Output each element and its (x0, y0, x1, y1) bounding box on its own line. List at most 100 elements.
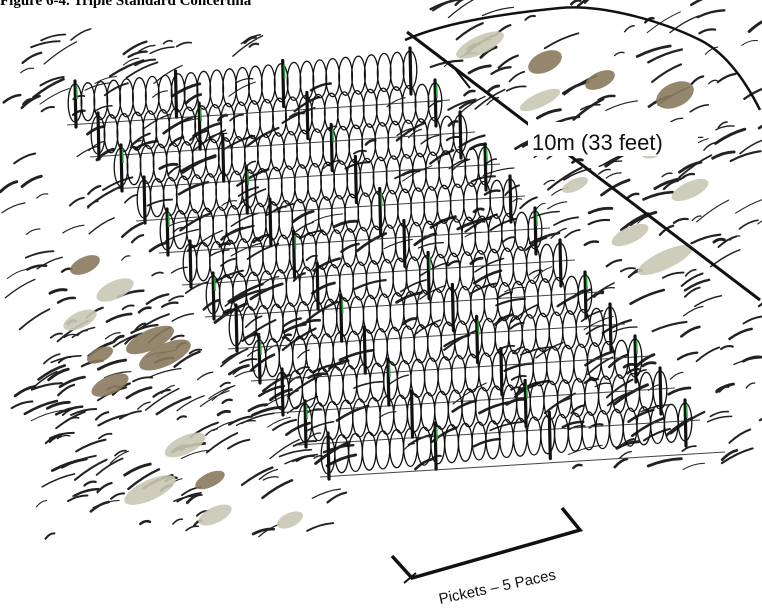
wire-coil (133, 78, 147, 116)
wire-coil (549, 312, 563, 350)
wire-coil (390, 293, 404, 331)
terrain-stroke (670, 16, 698, 33)
wire-coil (236, 68, 250, 106)
picket-marker (77, 85, 78, 99)
terrain-stroke (162, 303, 177, 307)
terrain-stroke (625, 26, 635, 32)
terrain-stroke (714, 239, 724, 242)
picket (410, 48, 411, 94)
picket-marker (389, 363, 390, 377)
wire-coil (323, 128, 337, 166)
wire-coil (487, 249, 501, 287)
terrain-stroke (697, 200, 729, 222)
height-dimension-marker: 10m (33 feet) (407, 32, 760, 300)
terrain-stroke (631, 290, 664, 304)
terrain-stroke (51, 334, 62, 338)
terrain-stroke (127, 388, 151, 398)
wire-coil (336, 126, 350, 164)
wire-coil (435, 220, 449, 258)
picket (282, 369, 283, 415)
terrain-stroke (585, 241, 598, 244)
wire-coil (276, 235, 290, 273)
wire-coil (376, 88, 390, 126)
wire-coil (428, 324, 442, 362)
wire-coil (527, 246, 541, 284)
picket-marker (537, 212, 538, 226)
terrain-stroke (293, 211, 313, 222)
terrain-stroke (14, 154, 35, 164)
picket-marker (687, 404, 688, 418)
terrain-stroke (171, 267, 187, 273)
wire-coil (452, 356, 466, 394)
wire-coil (195, 106, 209, 144)
ridge-line (405, 7, 760, 110)
terrain-stroke (652, 64, 681, 82)
wire-coil (271, 133, 285, 171)
terrain-stroke (171, 336, 183, 340)
terrain-stroke (648, 50, 682, 63)
terrain-stroke (708, 416, 732, 421)
wire-coil (274, 64, 288, 102)
picket-marker (201, 107, 202, 121)
wire-coil (146, 76, 160, 114)
wire-coil (377, 54, 391, 92)
wire-coil (363, 89, 377, 127)
wire-coil (343, 366, 357, 404)
rock-patch (120, 469, 179, 511)
terrain-stroke (42, 474, 75, 487)
wire-coil (522, 315, 536, 353)
wire-coil (444, 288, 458, 326)
wire-coil (417, 427, 431, 465)
terrain-stroke (70, 198, 84, 206)
picket-spacing-label: Pickets – 5 Paces (437, 566, 557, 607)
terrain-stroke (488, 86, 499, 92)
terrain-stroke (366, 140, 375, 144)
wire-coil (390, 430, 404, 468)
wire-coil (536, 313, 550, 351)
terrain-stroke (621, 268, 635, 271)
terrain-stroke (713, 152, 734, 158)
picket-marker (169, 213, 170, 227)
terrain-stroke (655, 179, 681, 189)
wire-coil (450, 184, 464, 222)
wire-coil (424, 187, 438, 225)
rock-patch (193, 467, 228, 493)
wire-coil (362, 432, 376, 470)
terrain-stroke (125, 464, 151, 475)
picket-marker (637, 340, 638, 354)
wire-coil (229, 171, 243, 209)
terrain-stroke (484, 168, 514, 175)
terrain-stroke (716, 129, 745, 143)
terrain-stroke (41, 35, 65, 41)
wire-coil (482, 318, 496, 356)
wire-coil (270, 304, 284, 342)
terrain-stroke (648, 459, 681, 466)
picket (452, 285, 453, 331)
wire-coil (117, 114, 131, 152)
terrain-stroke (91, 502, 109, 511)
wire-coil (120, 79, 134, 117)
picket (355, 157, 356, 203)
terrain-stroke (77, 146, 99, 157)
terrain-stroke (758, 207, 762, 224)
terrain-stroke (507, 399, 524, 404)
picket (270, 199, 271, 245)
wire-coil (326, 59, 340, 97)
wire-coil (375, 123, 389, 161)
terrain-stroke (270, 440, 299, 459)
wire-coil (438, 357, 452, 395)
picket (364, 327, 365, 373)
picket (501, 349, 502, 395)
wire-coil (576, 310, 590, 348)
terrain-stroke (683, 174, 695, 178)
wire-coil (329, 230, 343, 268)
terrain-stroke (698, 10, 725, 17)
terrain-stroke (492, 67, 511, 74)
terrain-stroke (230, 115, 243, 121)
terrain-stroke (739, 220, 758, 229)
wire-coil (509, 316, 523, 354)
terrain-stroke (44, 42, 76, 64)
wire-coil (156, 110, 170, 148)
wire-coil (337, 298, 351, 336)
